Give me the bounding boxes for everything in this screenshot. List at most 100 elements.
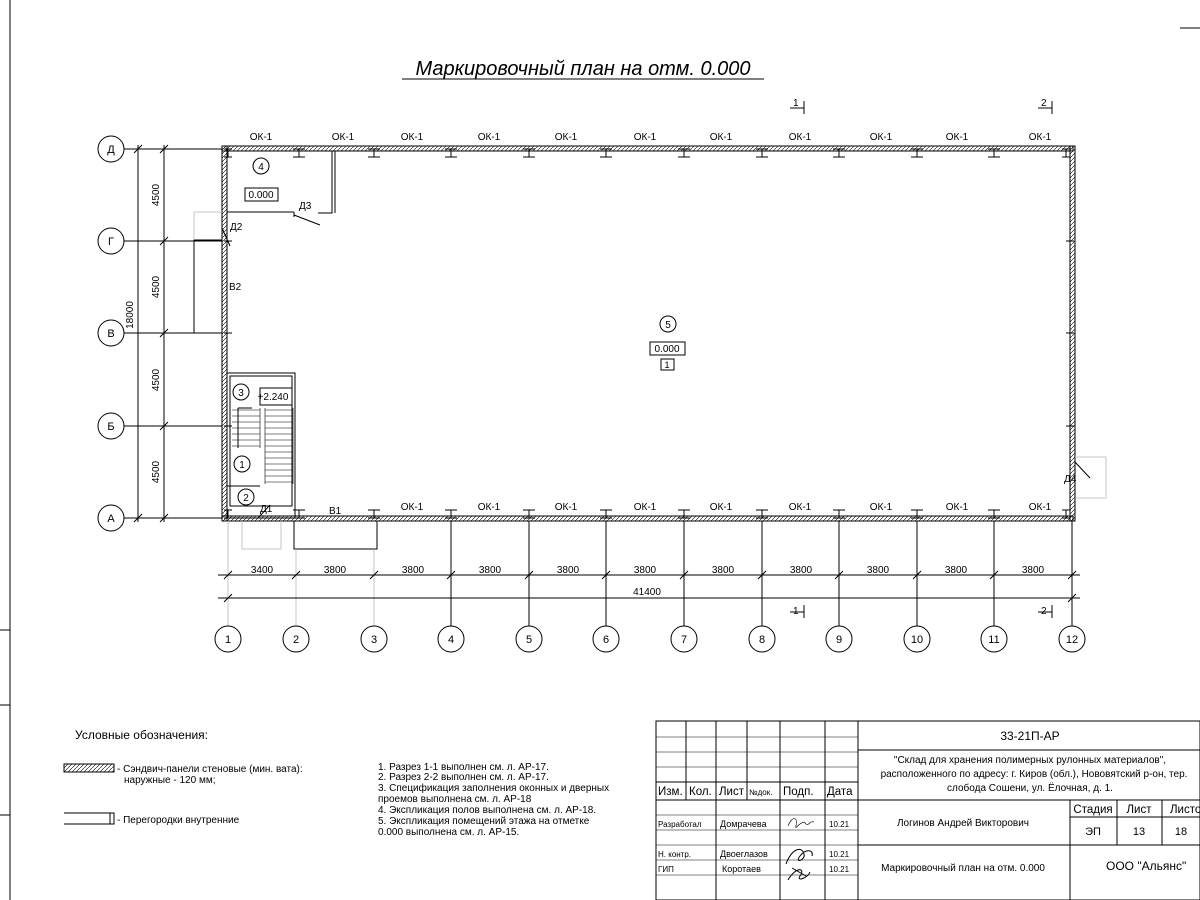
stamp-sheets: 18 — [1175, 826, 1187, 838]
section-label: 1 — [793, 98, 799, 109]
gate-v1: В1 — [241, 506, 378, 550]
room-number-bubble — [237, 488, 255, 506]
stamp-name: Двоеглазов — [720, 849, 768, 859]
axis-label-12: 12 — [1066, 634, 1078, 646]
axis-label-Г: Г — [108, 236, 114, 248]
note-line: 2. Разрез 2-2 выполнен см. л. АР-17. — [378, 772, 549, 783]
stamp-role: ГИП — [658, 865, 674, 874]
section-label: 2 — [1041, 98, 1047, 109]
stamp-header-ndok: №док. — [749, 788, 772, 797]
axis-label-9: 9 — [836, 634, 842, 646]
window-labels-bottom: ОК-1 ОК-1 ОК-1 ОК-1 ОК-1 ОК-1 ОК-1 ОК-1 … — [401, 502, 1052, 513]
window-label: ОК-1 — [401, 132, 424, 143]
notes: 1. Разрез 1-1 выполнен см. л. АР-17. 2. … — [378, 762, 609, 838]
axis-label-А: А — [107, 513, 115, 525]
wall-bottom — [221, 515, 1074, 522]
axis-bubble-Г — [97, 227, 125, 255]
stamp-object-line: слобода Сошени, ул. Ёлочная, д. 1. — [947, 782, 1113, 794]
axis-label-11: 11 — [988, 634, 999, 646]
signature — [787, 867, 811, 881]
stamp-role: Н. контр. — [658, 850, 691, 859]
window-label: ОК-1 — [946, 502, 969, 513]
stamp-name: Домрачева — [720, 819, 767, 829]
dim-horizontal: 3800 — [479, 565, 502, 576]
door-label-d2: Д2 — [230, 222, 243, 233]
room-number-bubble — [233, 455, 251, 473]
signature — [787, 818, 815, 828]
axis-label-8: 8 — [759, 634, 765, 646]
dim-horizontal: 3800 — [1022, 565, 1045, 576]
room-level: 0.000 — [654, 344, 679, 355]
dim-horizontal: 3800 — [402, 565, 425, 576]
column-axis-lines — [227, 521, 1073, 626]
gate-v2: Д2 В2 — [193, 211, 243, 334]
note-line: 3. Спецификация заполнения оконных и две… — [378, 782, 609, 794]
door-d4: Д4 — [1064, 456, 1107, 499]
window-label: ОК-1 — [710, 502, 733, 513]
axis-label-1: 1 — [225, 634, 231, 646]
axis-label-6: 6 — [603, 634, 609, 646]
note-line: 1. Разрез 1-1 выполнен см. л. АР-17. — [378, 762, 549, 773]
legend: Условные обозначения: - Сэндвич-панели с… — [63, 728, 303, 826]
legend-partition-symbol — [64, 812, 115, 825]
dim-vertical-4: 4500 — [151, 460, 162, 483]
note-line: 0.000 выполнена см. л. АР-15. — [378, 827, 519, 838]
level-box — [244, 187, 279, 202]
axis-label-10: 10 — [911, 634, 923, 646]
room-number-bubble — [232, 383, 250, 401]
window-label: ОК-1 — [870, 502, 893, 513]
window-label: ОК-1 — [789, 132, 812, 143]
column-markers — [224, 148, 1074, 519]
stamp-sheet-title: Маркировочный план на отм. 0.000 — [881, 863, 1045, 874]
stamp-sheet: 13 — [1133, 826, 1145, 838]
room-level: +2.240 — [258, 392, 289, 403]
stamp-header-kol: Кол. — [689, 786, 712, 798]
axis-bubble-Б — [97, 412, 125, 440]
window-label: ОК-1 — [332, 132, 355, 143]
window-labels-top: ОК-1 ОК-1 ОК-1 ОК-1 ОК-1 ОК-1 ОК-1 ОК-1 … — [250, 132, 1052, 143]
floor-type-box — [660, 358, 675, 371]
stamp-stage: ЭП — [1085, 826, 1101, 838]
window-label: ОК-1 — [710, 132, 733, 143]
dim-horizontal: 3800 — [712, 565, 735, 576]
plan-title: Маркировочный план на отм. 0.000 — [415, 58, 750, 80]
gate-label-v1: В1 — [329, 506, 342, 517]
stamp-name: Коротаев — [722, 864, 761, 874]
dim-horizontal: 3800 — [790, 565, 813, 576]
room-4: 4 0.000 Д3 — [227, 151, 336, 226]
dim-horizontal: 3800 — [634, 565, 657, 576]
door-label-d3: Д3 — [299, 201, 312, 212]
window-label: ОК-1 — [634, 132, 657, 143]
window-label: ОК-1 — [555, 132, 578, 143]
room-number: 4 — [258, 162, 264, 173]
wall-top — [221, 145, 1074, 152]
stamp-date: 10.21 — [829, 820, 850, 829]
stamp-company: ООО "Альянс" — [1106, 859, 1186, 873]
stamp-author: Логинов Андрей Викторович — [897, 818, 1029, 829]
level-box — [649, 341, 686, 356]
window-label: ОК-1 — [250, 132, 273, 143]
room-number: 3 — [238, 388, 244, 399]
stamp-date: 10.21 — [829, 850, 850, 859]
axis-label-Д: Д — [107, 144, 115, 156]
dim-vertical-total: 18000 — [125, 301, 136, 329]
axis-label-Б: Б — [107, 421, 114, 433]
gate-label-v2: В2 — [229, 282, 242, 293]
dim-horizontal: 3400 — [251, 565, 274, 576]
room-number: 5 — [665, 320, 671, 331]
note-line: 4. Экспликация полов выполнена см. л. АР… — [378, 805, 596, 816]
stamp-header-list: Лист — [719, 786, 745, 798]
dim-horizontal: 3800 — [557, 565, 580, 576]
axis-label-7: 7 — [681, 634, 687, 646]
axis-label-4: 4 — [448, 634, 454, 646]
dim-horizontal: 3800 — [945, 565, 968, 576]
axis-bubble-В — [97, 319, 125, 347]
stamp-object-line: расположенного по адресу: г. Киров (обл.… — [881, 768, 1188, 780]
note-line: 5. Экспликация помещений этажа на отметк… — [378, 816, 590, 827]
dim-vertical-3: 4500 — [151, 368, 162, 391]
room-5: 5 0.000 1 — [649, 315, 686, 371]
dim-vertical-1: 4500 — [151, 183, 162, 206]
section-marker-1-bottom: 1 — [790, 605, 805, 618]
axis-label-В: В — [107, 328, 114, 340]
